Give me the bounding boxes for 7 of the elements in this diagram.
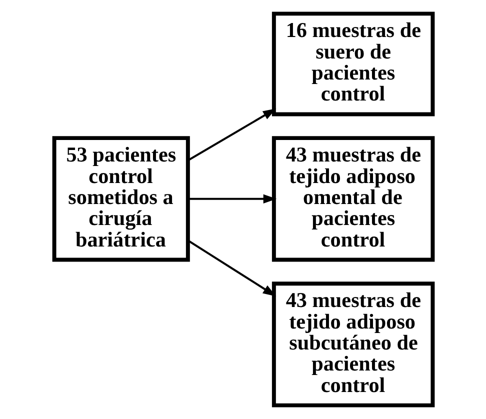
node-box: 53 pacientes control sometidos a cirugía bariátrica <box>52 136 190 262</box>
node-box: 16 muestras de suero de pacientes control <box>271 12 434 116</box>
node-box: 43 muestras de tejido adiposo subcutáneo de pacientes control <box>271 282 434 408</box>
arrow <box>187 240 276 296</box>
arrow <box>188 194 276 204</box>
node-box: 43 muestras de tejido adiposo omental de pacientes control <box>271 136 434 262</box>
arrow <box>187 108 276 162</box>
